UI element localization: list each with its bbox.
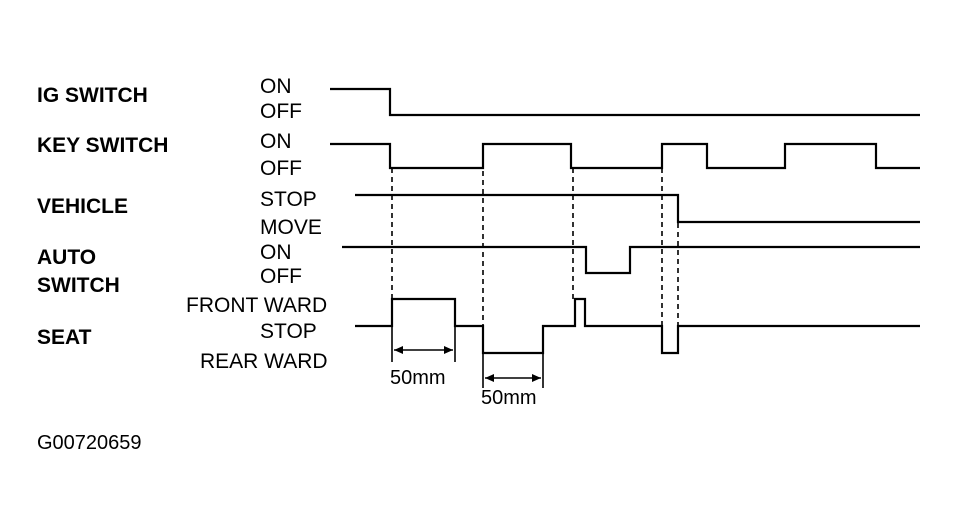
arrowhead-right <box>444 346 453 354</box>
signal-name-key-switch: KEY SWITCH <box>37 134 168 157</box>
state-label-seat-stop: STOP <box>260 320 317 343</box>
arrowhead-left <box>394 346 403 354</box>
dimension-label-front: 50mm <box>390 367 446 389</box>
waveform-seat <box>355 297 920 355</box>
waveform-vehicle <box>355 193 920 224</box>
signal-name-vehicle: VEHICLE <box>37 195 128 218</box>
state-label-seat-front-ward: FRONT WARD <box>186 294 327 317</box>
signal-name-seat: SEAT <box>37 326 92 349</box>
waveform-auto-switch <box>342 245 920 275</box>
state-label-key-on: ON <box>260 130 292 153</box>
signal-name-auto-switch-line2: SWITCH <box>37 274 120 297</box>
state-label-auto-off: OFF <box>260 265 302 288</box>
signal-name-auto-switch-line1: AUTO <box>37 246 96 269</box>
arrowhead-left <box>485 374 494 382</box>
waveform-ig-switch <box>330 87 920 117</box>
signal-name-ig-switch: IG SWITCH <box>37 84 148 107</box>
dimension-label-rear: 50mm <box>481 387 537 409</box>
state-label-ig-on: ON <box>260 75 292 98</box>
state-label-vehicle-stop: STOP <box>260 188 317 211</box>
figure-id: G00720659 <box>37 432 142 454</box>
state-label-vehicle-move: MOVE <box>260 216 322 239</box>
state-label-auto-on: ON <box>260 241 292 264</box>
state-label-ig-off: OFF <box>260 100 302 123</box>
arrowhead-right <box>532 374 541 382</box>
waveform-key-switch <box>330 142 920 170</box>
state-label-key-off: OFF <box>260 157 302 180</box>
state-label-seat-rear-ward: REAR WARD <box>200 350 328 373</box>
